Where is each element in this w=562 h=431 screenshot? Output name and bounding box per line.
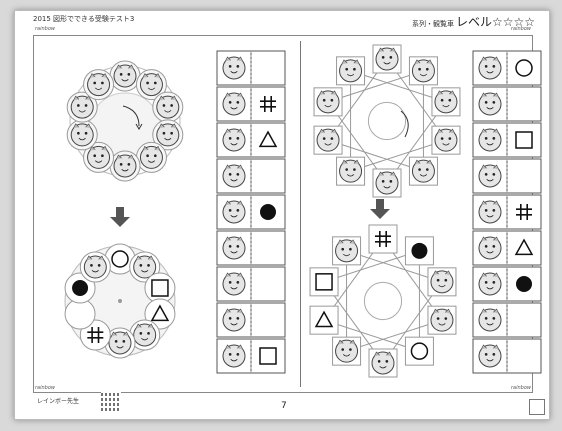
panda-face-icon — [479, 273, 501, 295]
rooster-face-icon — [109, 332, 131, 354]
pig-face-icon — [336, 240, 358, 262]
rooster-face-icon — [479, 201, 501, 223]
pig2-face-icon — [479, 345, 501, 367]
lion-face-icon — [134, 324, 156, 346]
rooster-face-icon — [114, 65, 136, 87]
cat2-face-icon — [71, 124, 93, 146]
cow-face-icon — [114, 155, 136, 177]
pig-face-icon — [223, 93, 245, 115]
raccoon-face-icon — [88, 146, 110, 168]
pig2-face-icon — [88, 74, 110, 96]
pig-face-icon — [431, 309, 453, 331]
square-mark — [316, 274, 332, 290]
rooster-face-icon — [412, 160, 434, 182]
cat-face-icon — [431, 271, 453, 293]
puzzle-drawing — [15, 11, 551, 421]
cow-face-icon — [317, 129, 339, 151]
left-down-arrow — [110, 207, 130, 227]
black-circle-mark — [72, 280, 88, 296]
cat2-face-icon — [340, 60, 362, 82]
square-mark — [260, 348, 276, 364]
cat-face-icon — [157, 96, 179, 118]
panda-face-icon — [340, 160, 362, 182]
rooster-face-icon — [223, 57, 245, 79]
left-bottom-wheel — [65, 244, 175, 358]
circle-mark — [112, 251, 128, 267]
circle-mark — [516, 60, 532, 76]
pig2-face-icon — [317, 91, 339, 113]
right-down-arrow — [370, 199, 390, 219]
panda-face-icon — [157, 124, 179, 146]
dog-face-icon — [372, 352, 394, 374]
raccoon-face-icon — [223, 273, 245, 295]
dog-face-icon — [223, 201, 245, 223]
right-bottom-star — [310, 225, 456, 377]
raccoon-face-icon — [84, 256, 106, 278]
square-mark — [516, 132, 532, 148]
corner-box — [529, 399, 545, 415]
black-circle-mark — [411, 243, 427, 259]
pig-face-icon — [435, 129, 457, 151]
brand-tag-bottom-right: rainbow — [511, 385, 531, 391]
pig-face-icon — [140, 74, 162, 96]
lion-face-icon — [479, 237, 501, 259]
cat-face-icon — [479, 93, 501, 115]
left-top-wheel — [67, 61, 183, 181]
pig-face-icon — [336, 340, 358, 362]
page-number: 7 — [281, 401, 287, 411]
lion-face-icon — [376, 172, 398, 194]
left-answer-column — [217, 51, 285, 373]
right-answer-column — [473, 51, 541, 373]
cat-face-icon — [412, 60, 434, 82]
lion-face-icon — [223, 345, 245, 367]
dog-face-icon — [376, 48, 398, 70]
teacher-label: レインボー先生 — [37, 396, 79, 405]
worksheet-page: 2015 図形でできる受験テスト3 系列・観覧車 レベル☆☆☆☆ rainbow… — [14, 10, 550, 420]
cat2-face-icon — [223, 309, 245, 331]
panda-face-icon — [223, 165, 245, 187]
cow-face-icon — [223, 237, 245, 259]
bear-face-icon — [435, 91, 457, 113]
black-circle-mark — [516, 276, 532, 292]
cat-face-icon — [223, 129, 245, 151]
black-circle-mark — [260, 204, 276, 220]
bear-face-icon — [479, 129, 501, 151]
lion-face-icon — [71, 96, 93, 118]
right-top-star — [314, 45, 460, 197]
dog-face-icon — [140, 146, 162, 168]
dog-face-icon — [479, 57, 501, 79]
pig-face-icon — [479, 165, 501, 187]
cow-face-icon — [479, 309, 501, 331]
circle-mark — [411, 343, 427, 359]
square-mark — [152, 280, 168, 296]
brand-tag-bottom-left: rainbow — [35, 385, 55, 391]
